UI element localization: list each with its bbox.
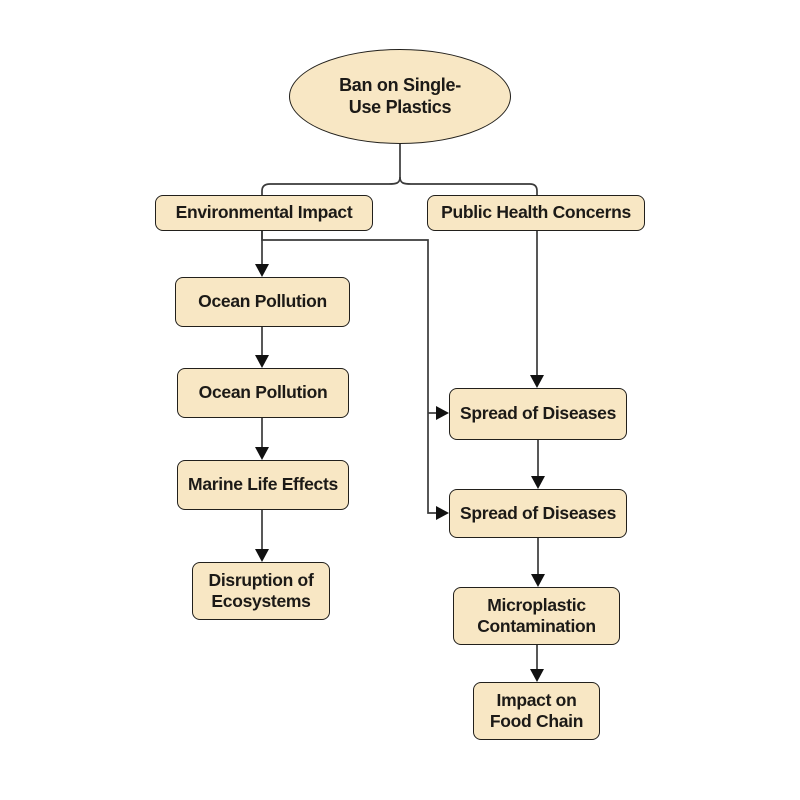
node-spread-of-diseases-2: Spread of Diseases xyxy=(449,489,627,538)
node-public-health-concerns: Public Health Concerns xyxy=(427,195,645,231)
node-environmental-impact: Environmental Impact xyxy=(155,195,373,231)
node-environmental-impact-label: Environmental Impact xyxy=(175,202,353,223)
node-root-ban-single-use-plastics: Ban on Single-Use Plastics xyxy=(289,49,511,144)
node-disruption-of-ecosystems: Disruption of Ecosystems xyxy=(192,562,330,620)
node-impact-on-food-chain-label: Impact on Food Chain xyxy=(489,689,584,731)
arrowhead-ocean1-ocean2 xyxy=(255,355,269,368)
node-microplastic-contamination-label: Microplastic Contamination xyxy=(477,594,596,636)
node-disruption-of-ecosystems-label: Disruption of Ecosystems xyxy=(208,569,314,611)
node-root-label: Ban on Single-Use Plastics xyxy=(339,74,461,117)
arrowhead-micro-food xyxy=(530,669,544,682)
node-spread-of-diseases-2-label: Spread of Diseases xyxy=(459,502,617,523)
arrowhead-disease2-micro xyxy=(531,574,545,587)
node-microplastic-contamination: Microplastic Contamination xyxy=(453,587,620,645)
node-ocean-pollution-2: Ocean Pollution xyxy=(177,368,349,418)
node-ocean-pollution-1: Ocean Pollution xyxy=(175,277,350,327)
edge-root-health xyxy=(399,176,538,196)
node-public-health-concerns-label: Public Health Concerns xyxy=(441,202,631,223)
edge-env-cross xyxy=(261,231,436,514)
node-spread-of-diseases-1-label: Spread of Diseases xyxy=(459,403,617,424)
node-marine-life-effects: Marine Life Effects xyxy=(177,460,349,510)
node-ocean-pollution-1-label: Ocean Pollution xyxy=(198,291,327,312)
arrowhead-disease1-disease2 xyxy=(531,476,545,489)
arrowhead-marine-disruption xyxy=(255,549,269,562)
edge-root-env xyxy=(261,176,401,196)
arrowhead-ocean2-marine xyxy=(255,447,269,460)
node-impact-on-food-chain: Impact on Food Chain xyxy=(473,682,600,740)
arrowhead-cross-disease1 xyxy=(436,406,449,420)
node-spread-of-diseases-1: Spread of Diseases xyxy=(449,388,627,440)
node-marine-life-effects-label: Marine Life Effects xyxy=(188,474,338,495)
node-ocean-pollution-2-label: Ocean Pollution xyxy=(198,382,328,403)
arrowhead-health-disease1 xyxy=(530,375,544,388)
arrowhead-cross-disease2 xyxy=(436,506,449,520)
arrowhead-env-ocean1 xyxy=(255,264,269,277)
